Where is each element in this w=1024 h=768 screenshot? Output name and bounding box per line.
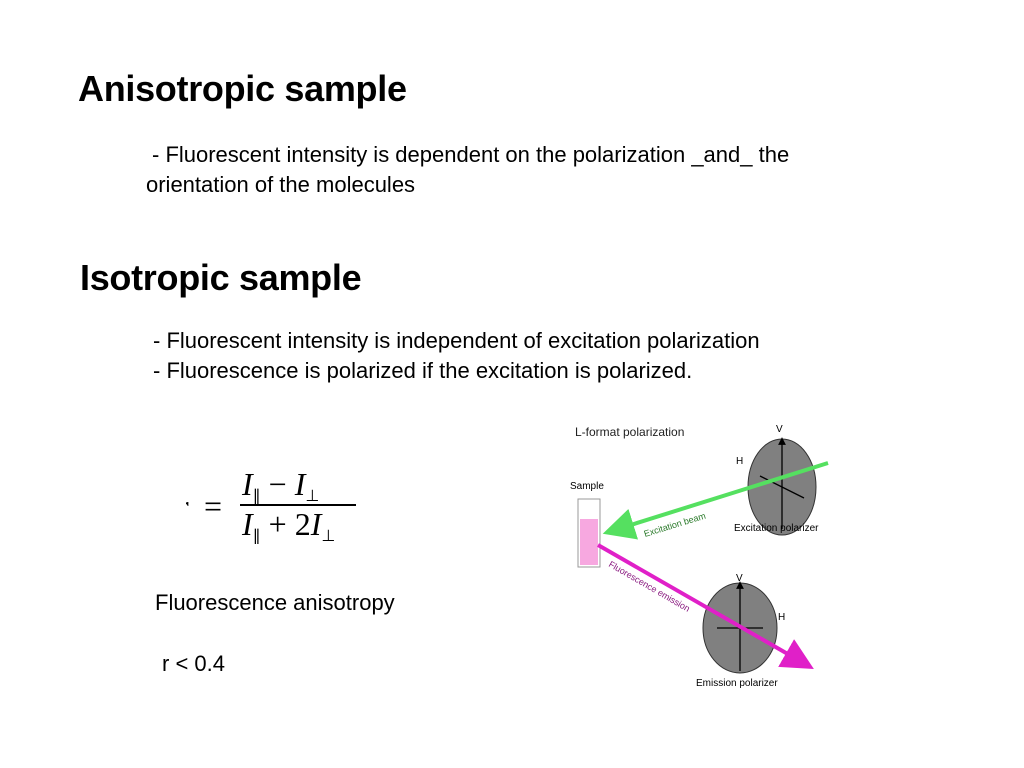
excitation-h-axis [759, 475, 805, 499]
section-heading-isotropic: Isotropic sample [80, 257, 362, 298]
emission-polarizer-label: Emission polarizer [696, 678, 778, 689]
fraction-bar [240, 504, 356, 506]
bullet-line: orientation of the molecules [146, 172, 416, 197]
emission-h-label: H [778, 612, 785, 623]
anisotropy-limit: r < 0.4 [162, 651, 225, 676]
emission-v-label: V [736, 573, 743, 584]
excitation-h-label: H [736, 456, 743, 467]
anisotropy-caption: Fluorescence anisotropy [155, 590, 395, 615]
anisotropic-bullets: - Fluorescent intensity is dependent on … [146, 140, 789, 200]
bullet-line: - Fluorescent intensity is independent o… [153, 328, 760, 353]
excitation-polarizer-label: Excitation polarizer [734, 523, 819, 534]
isotropic-bullets: - Fluorescent intensity is independent o… [153, 326, 760, 386]
diagram-title: L-format polarization [575, 425, 684, 439]
sample-label: Sample [570, 481, 604, 492]
bullet-line: - Fluorescent intensity is dependent on … [152, 142, 790, 167]
excitation-beam-label: Excitation beam [643, 511, 707, 539]
excitation-beam-arrow [602, 461, 829, 540]
formula-lhs: r [186, 488, 189, 525]
formula-equals: = [204, 488, 223, 524]
excitation-v-label: V [776, 424, 783, 435]
polarization-diagram: L-format polarization V H Excitation pol… [570, 424, 829, 689]
formula-denominator: I∥ + 2I⊥ [242, 506, 336, 544]
sample-liquid [580, 519, 598, 565]
fluorescence-emission-label: Fluorescence emission [607, 559, 692, 614]
section-heading-anisotropic: Anisotropic sample [78, 68, 407, 109]
bullet-line: - Fluorescence is polarized if the excit… [153, 358, 693, 383]
anisotropy-formula: r = I∥ − I⊥ I∥ + 2I⊥ [186, 466, 358, 544]
emission-beam-arrow [597, 543, 814, 669]
formula-numerator: I∥ − I⊥ [242, 466, 320, 505]
